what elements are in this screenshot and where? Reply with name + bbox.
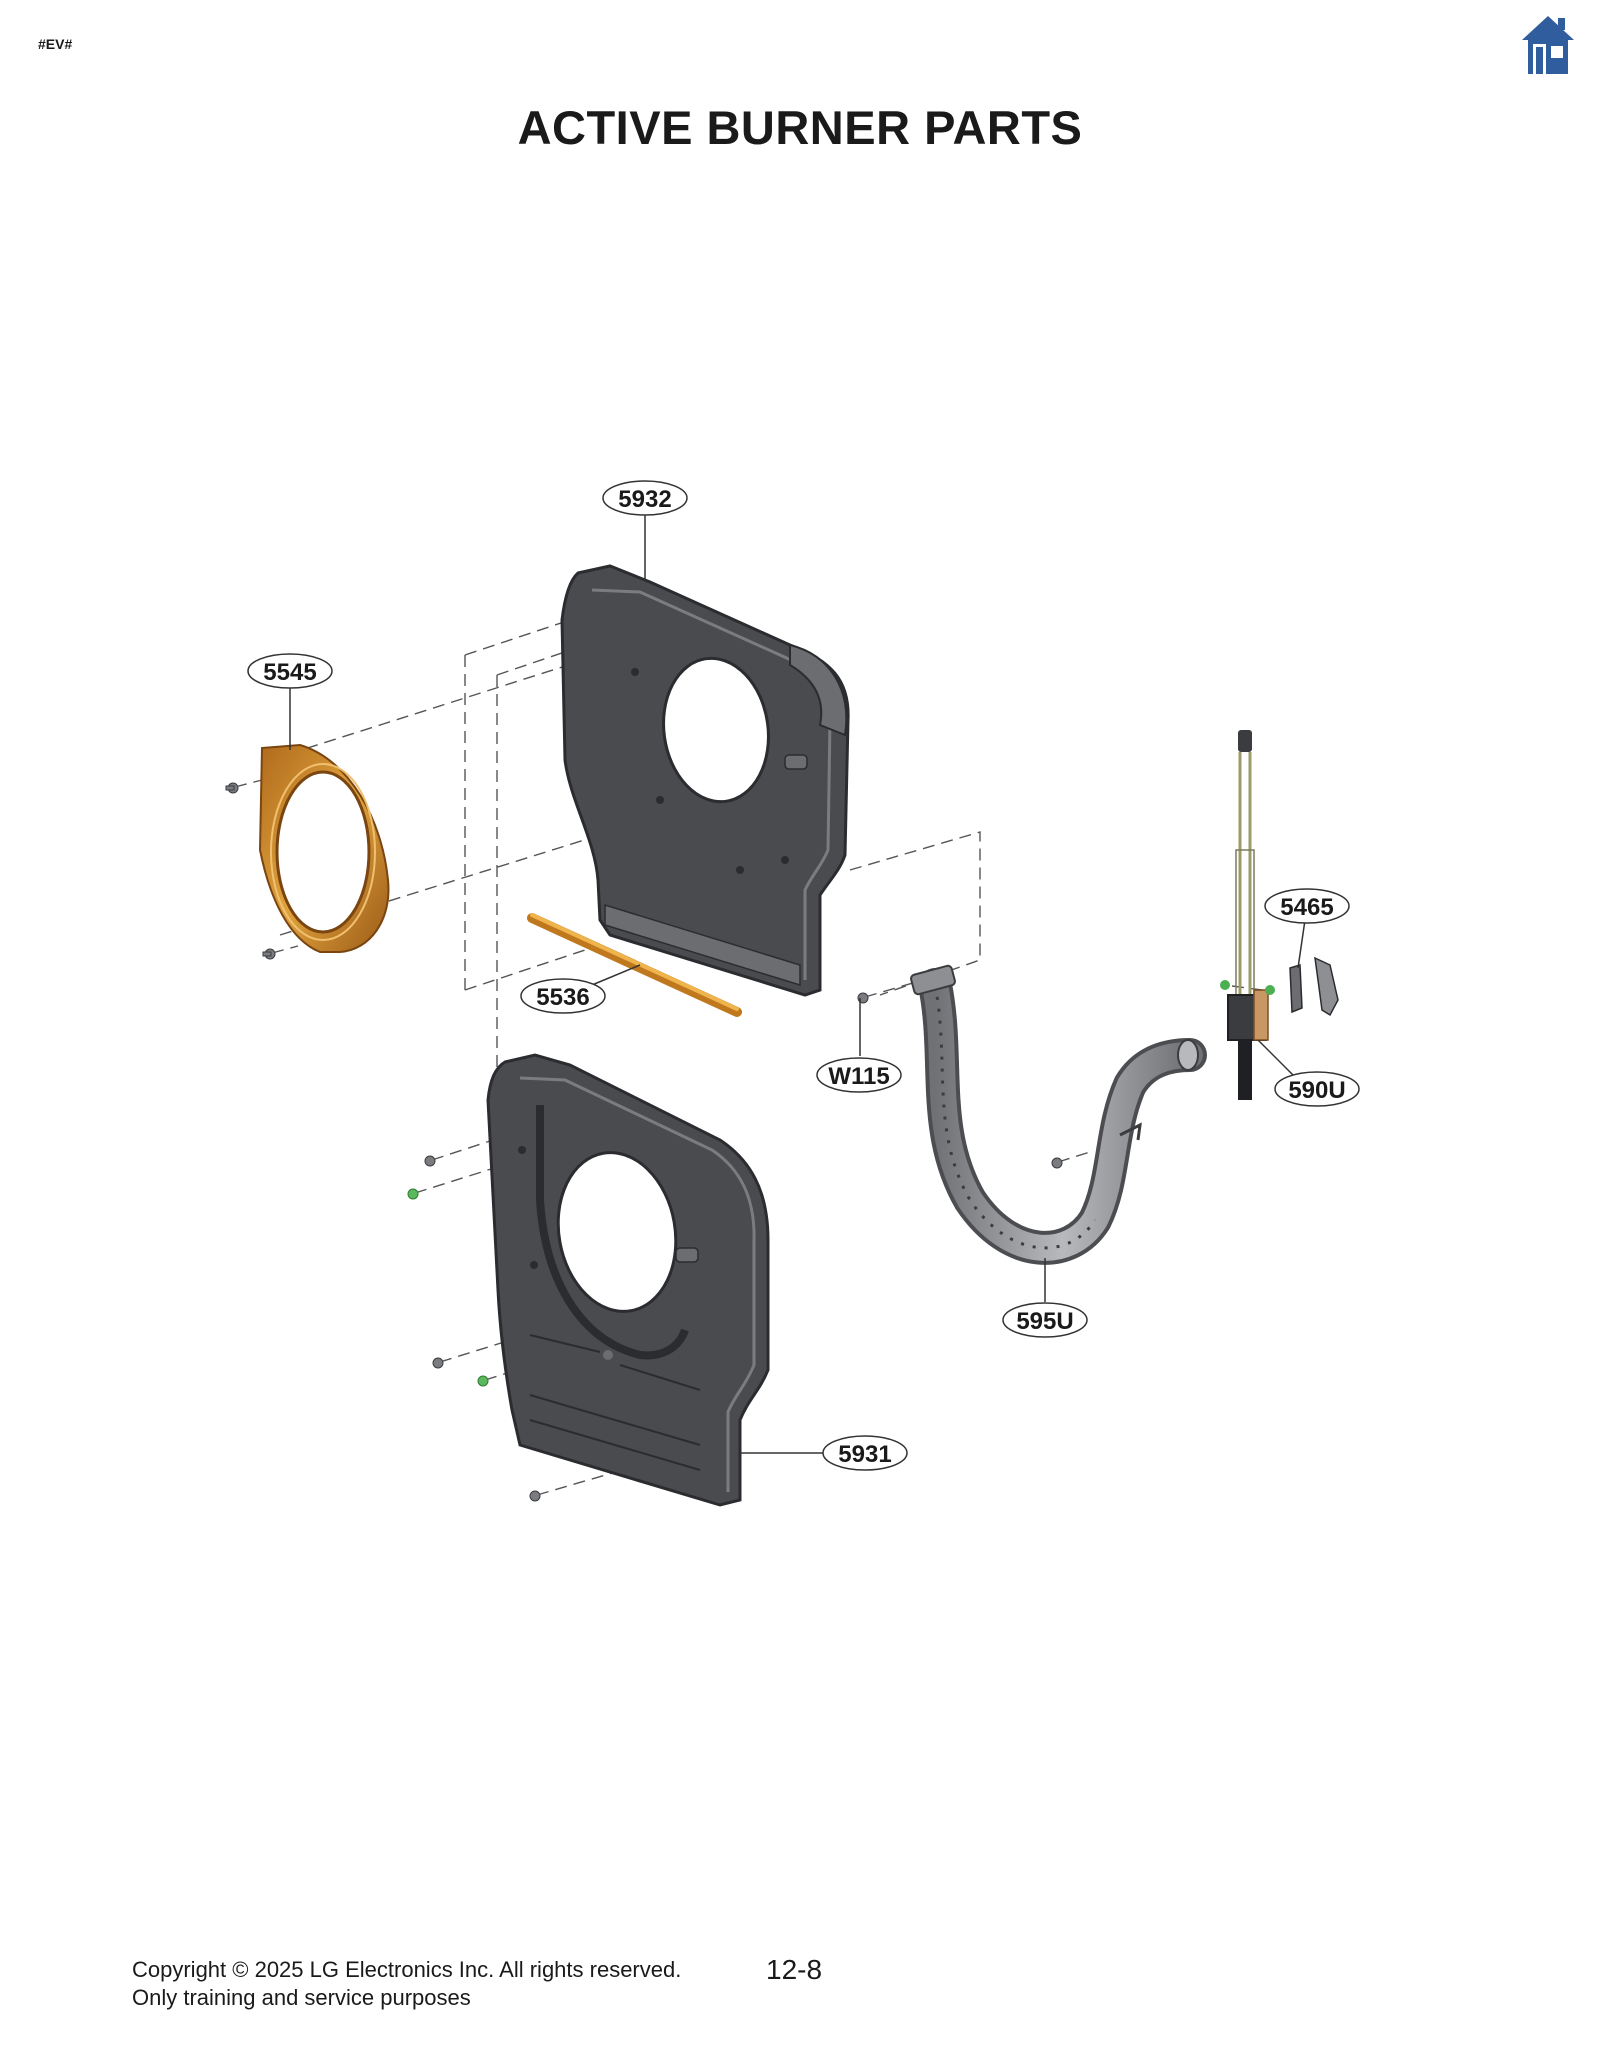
document-code: #EV# — [38, 36, 73, 52]
svg-text:W115: W115 — [828, 1063, 889, 1090]
svg-text:5545: 5545 — [263, 659, 316, 686]
part-5536-rod — [527, 913, 742, 1017]
footer-copyright: Copyright © 2025 LG Electronics Inc. All… — [132, 1956, 681, 2012]
callout-W115: W115 — [816, 1057, 902, 1093]
callout-5931: 5931 — [822, 1435, 908, 1471]
svg-text:5931: 5931 — [838, 1441, 891, 1468]
home-icon — [1522, 16, 1574, 74]
svg-text:590U: 590U — [1288, 1077, 1345, 1104]
callout-5465: 5465 — [1264, 888, 1350, 924]
callout-590U: 590U — [1274, 1071, 1360, 1107]
callout-5932: 5932 — [602, 480, 688, 516]
copyright-line-1: Copyright © 2025 LG Electronics Inc. All… — [132, 1957, 682, 1982]
part-5545-ring-gasket — [258, 743, 390, 953]
svg-text:595U: 595U — [1016, 1308, 1073, 1335]
home-button[interactable] — [1520, 14, 1576, 76]
part-5931-lower-panel — [486, 1053, 770, 1507]
svg-text:5932: 5932 — [618, 486, 671, 513]
svg-text:5536: 5536 — [536, 984, 589, 1011]
part-590U-igniter — [1220, 730, 1275, 1100]
callout-5545: 5545 — [247, 653, 333, 689]
part-595U-burner-tube — [910, 964, 1207, 1265]
part-5465-brackets — [1289, 956, 1339, 1017]
page-number: 12-8 — [766, 1954, 823, 1985]
part-5932-upper-panel — [560, 564, 850, 997]
page-title: ACTIVE BURNER PARTS — [517, 101, 1083, 154]
copyright-line-2: Only training and service purposes — [132, 1985, 471, 2010]
svg-text:5465: 5465 — [1280, 894, 1333, 921]
callout-5536: 5536 — [520, 978, 606, 1014]
callout-595U: 595U — [1002, 1302, 1088, 1338]
